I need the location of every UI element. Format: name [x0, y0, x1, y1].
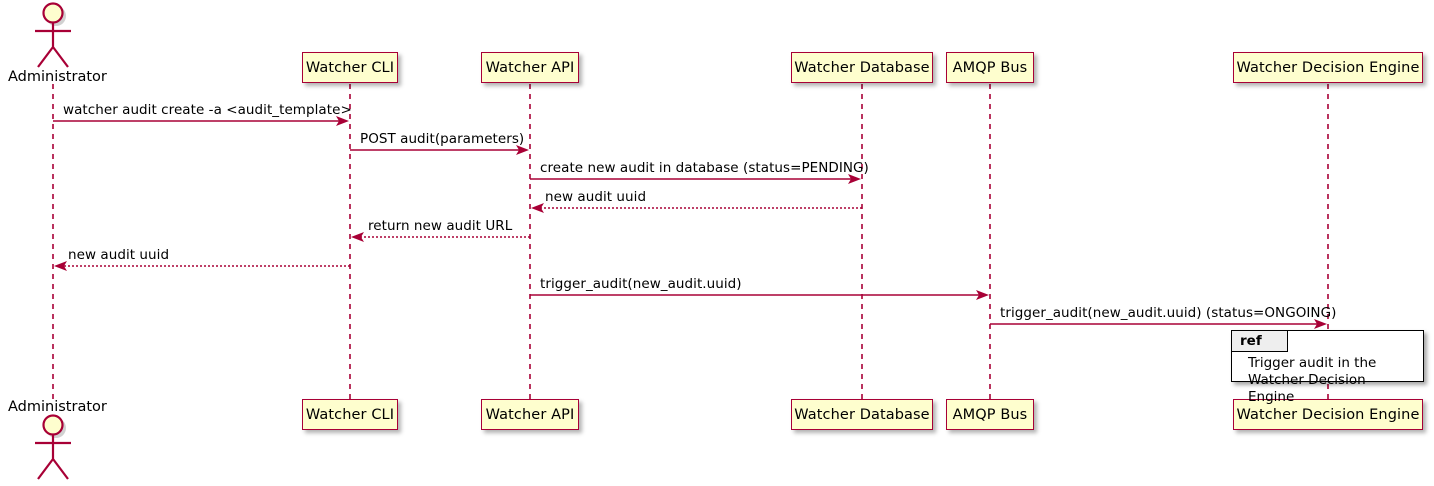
ref-frame-line-2: Watcher Decision Engine — [1248, 372, 1366, 405]
message-label-3: create new audit in database (status=PEN… — [540, 160, 869, 176]
message-label-1: watcher audit create -a <audit_template> — [63, 102, 352, 118]
participant-box-watcher-cli-bottom[interactable]: Watcher CLI — [302, 399, 398, 430]
message-arrow-2 — [350, 145, 529, 155]
message-label-6: new audit uuid — [68, 247, 170, 263]
actor-administrator-top-icon — [35, 2, 71, 68]
message-label-4: new audit uuid — [545, 189, 647, 205]
message-label-8: trigger_audit(new_audit.uuid) (status=ON… — [1000, 305, 1337, 321]
message-label-2: POST audit(parameters) — [360, 131, 525, 147]
message-arrow-5 — [351, 232, 530, 242]
actor-administrator-bottom-icon — [35, 414, 71, 480]
message-arrow-4 — [531, 203, 862, 213]
participant-box-watcher-decision-engine-bottom[interactable]: Watcher Decision Engine — [1233, 399, 1423, 430]
ref-frame-line-1: Trigger audit in the — [1248, 355, 1377, 371]
message-arrow-7 — [530, 290, 989, 300]
message-label-5: return new audit URL — [368, 218, 513, 234]
message-arrow-1 — [53, 116, 349, 126]
participant-box-amqp-bus-bottom[interactable]: AMQP Bus — [946, 399, 1034, 430]
participant-box-watcher-database-bottom[interactable]: Watcher Database — [791, 399, 933, 430]
ref-frame: ref Trigger audit in the Watcher Decisio… — [1231, 330, 1424, 405]
ref-frame-keyword: ref — [1232, 331, 1288, 352]
participant-box-amqp-bus-top[interactable]: AMQP Bus — [946, 52, 1034, 83]
participant-box-watcher-database-top[interactable]: Watcher Database — [791, 52, 933, 83]
participant-box-watcher-decision-engine-top[interactable]: Watcher Decision Engine — [1233, 52, 1423, 83]
actor-label-administrator-bottom: Administrator — [8, 399, 107, 415]
actor-label-administrator-top: Administrator — [8, 69, 107, 85]
participant-box-watcher-api-bottom[interactable]: Watcher API — [481, 399, 579, 430]
participant-box-watcher-api-top[interactable]: Watcher API — [481, 52, 579, 83]
ref-frame-body: Trigger audit in the Watcher Decision En… — [1232, 353, 1423, 410]
participant-box-watcher-cli-top[interactable]: Watcher CLI — [302, 52, 398, 83]
message-label-7: trigger_audit(new_audit.uuid) — [540, 276, 742, 292]
message-arrow-3 — [530, 174, 861, 184]
message-arrow-6 — [54, 261, 350, 271]
message-arrow-8 — [990, 319, 1327, 329]
